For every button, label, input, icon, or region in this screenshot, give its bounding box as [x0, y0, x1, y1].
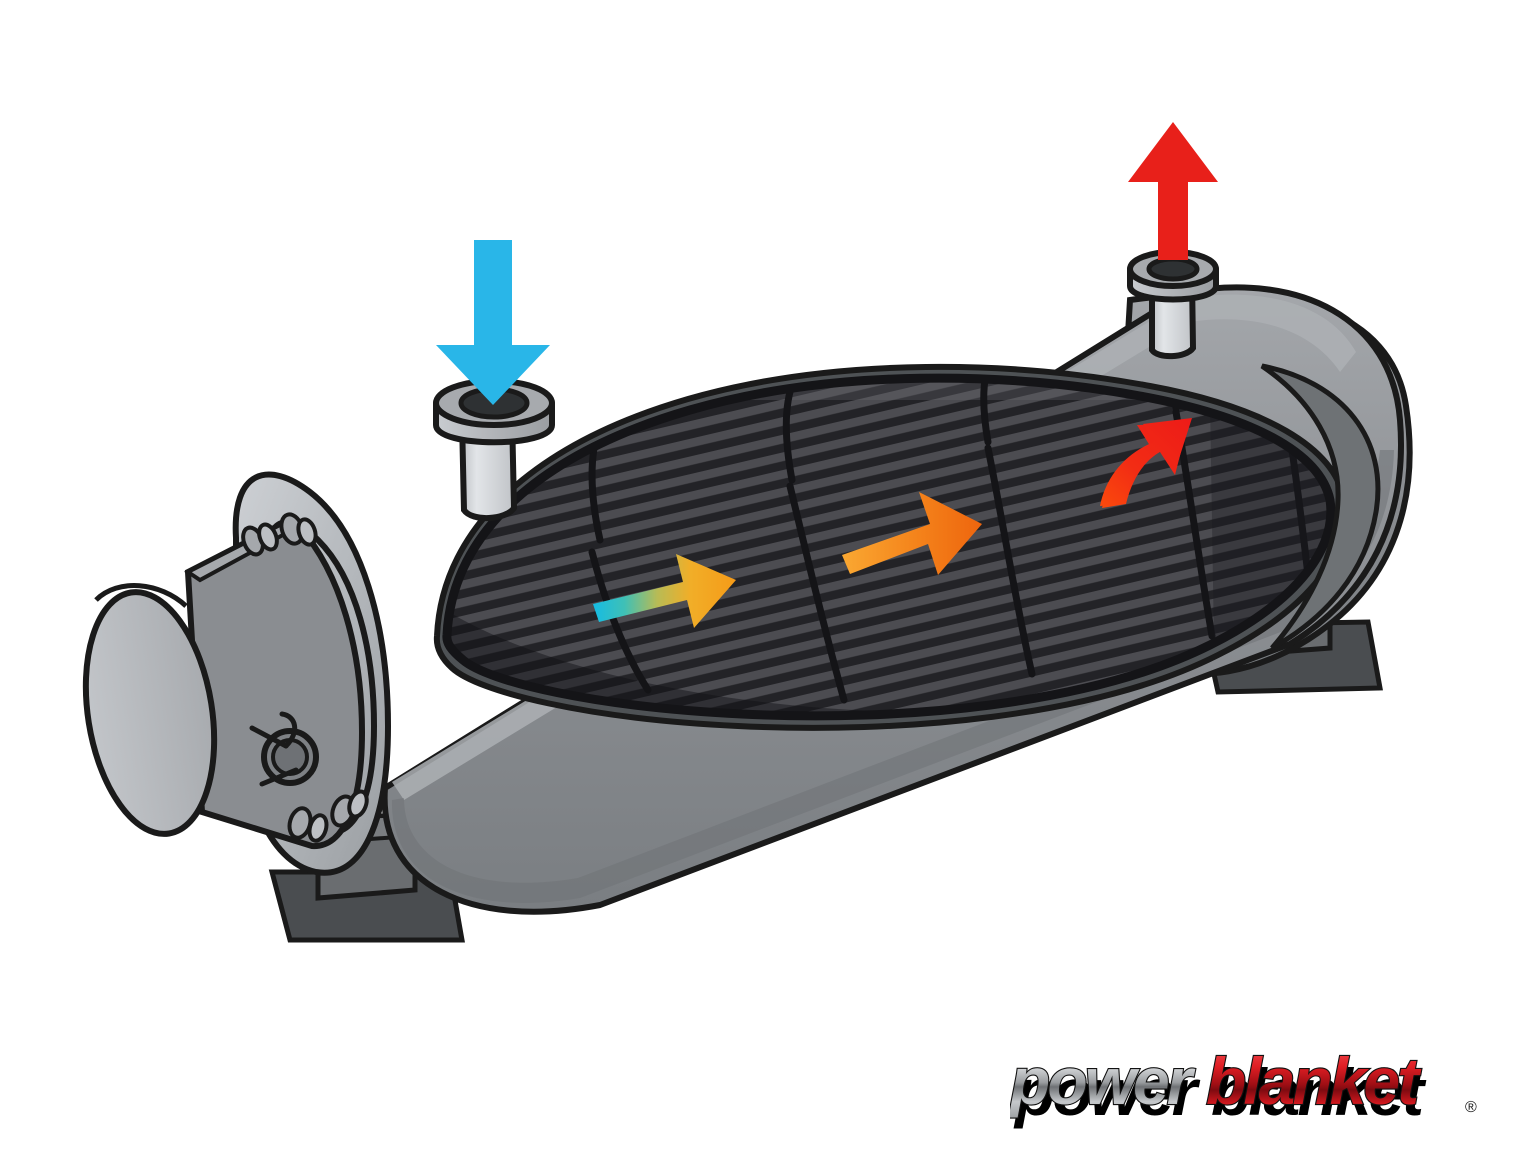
- outlet-arrow-shape: [1128, 122, 1218, 260]
- flange-bolt-group: [241, 512, 369, 843]
- baffle-line: [588, 548, 652, 694]
- bundle-arrow-2-shape: [842, 492, 982, 575]
- flange-bolt: [257, 522, 279, 552]
- logo-text-power: power: [1010, 1044, 1196, 1118]
- tube-side-end-cap: [82, 589, 218, 837]
- bundle-arrow-1: [593, 554, 736, 628]
- channel-head-barrel: [184, 520, 366, 850]
- channel-head-assembly: [82, 471, 392, 876]
- bundle-arrow-1-shape: [593, 554, 736, 628]
- inlet-arrow: [436, 240, 550, 405]
- shell-assembly: [381, 284, 1413, 915]
- bundle-arrow-3: [1100, 418, 1192, 508]
- baffle-line: [984, 444, 1036, 678]
- baffle-line: [786, 482, 848, 704]
- outlet-arrow: [1128, 122, 1218, 260]
- shell-right-inner-band: [1260, 363, 1381, 651]
- logo-text-blanket: blanket: [1206, 1044, 1422, 1118]
- logo-shadow-power: power: [1013, 1055, 1201, 1129]
- drain-port: [249, 711, 319, 787]
- inlet-arrow-shape: [436, 240, 550, 405]
- powerblanket-logo: power blanket power blanket ®: [1010, 1040, 1500, 1140]
- outlet-nozzle: [1127, 249, 1219, 360]
- logo-registered-mark: ®: [1465, 1099, 1477, 1116]
- flange-bolt: [296, 517, 318, 547]
- powerblanket-logo-svg: power blanket power blanket ®: [1010, 1043, 1477, 1129]
- bundle-arrow-3-head: [1100, 418, 1192, 506]
- drain-port-valve-mark: [249, 725, 299, 787]
- drain-port-handle-arc: [279, 711, 298, 749]
- baffle-line: [980, 378, 998, 446]
- flange-bolt: [307, 813, 329, 843]
- flange-bolt: [347, 789, 369, 819]
- end-cap-top-seam: [94, 583, 188, 608]
- outlet-nozzle-bore: [1146, 256, 1200, 282]
- cutaway-inner-rim: [442, 373, 1336, 721]
- bundle-arrow-2: [842, 492, 982, 575]
- logo-shadow-blanket: blanket: [1211, 1055, 1427, 1129]
